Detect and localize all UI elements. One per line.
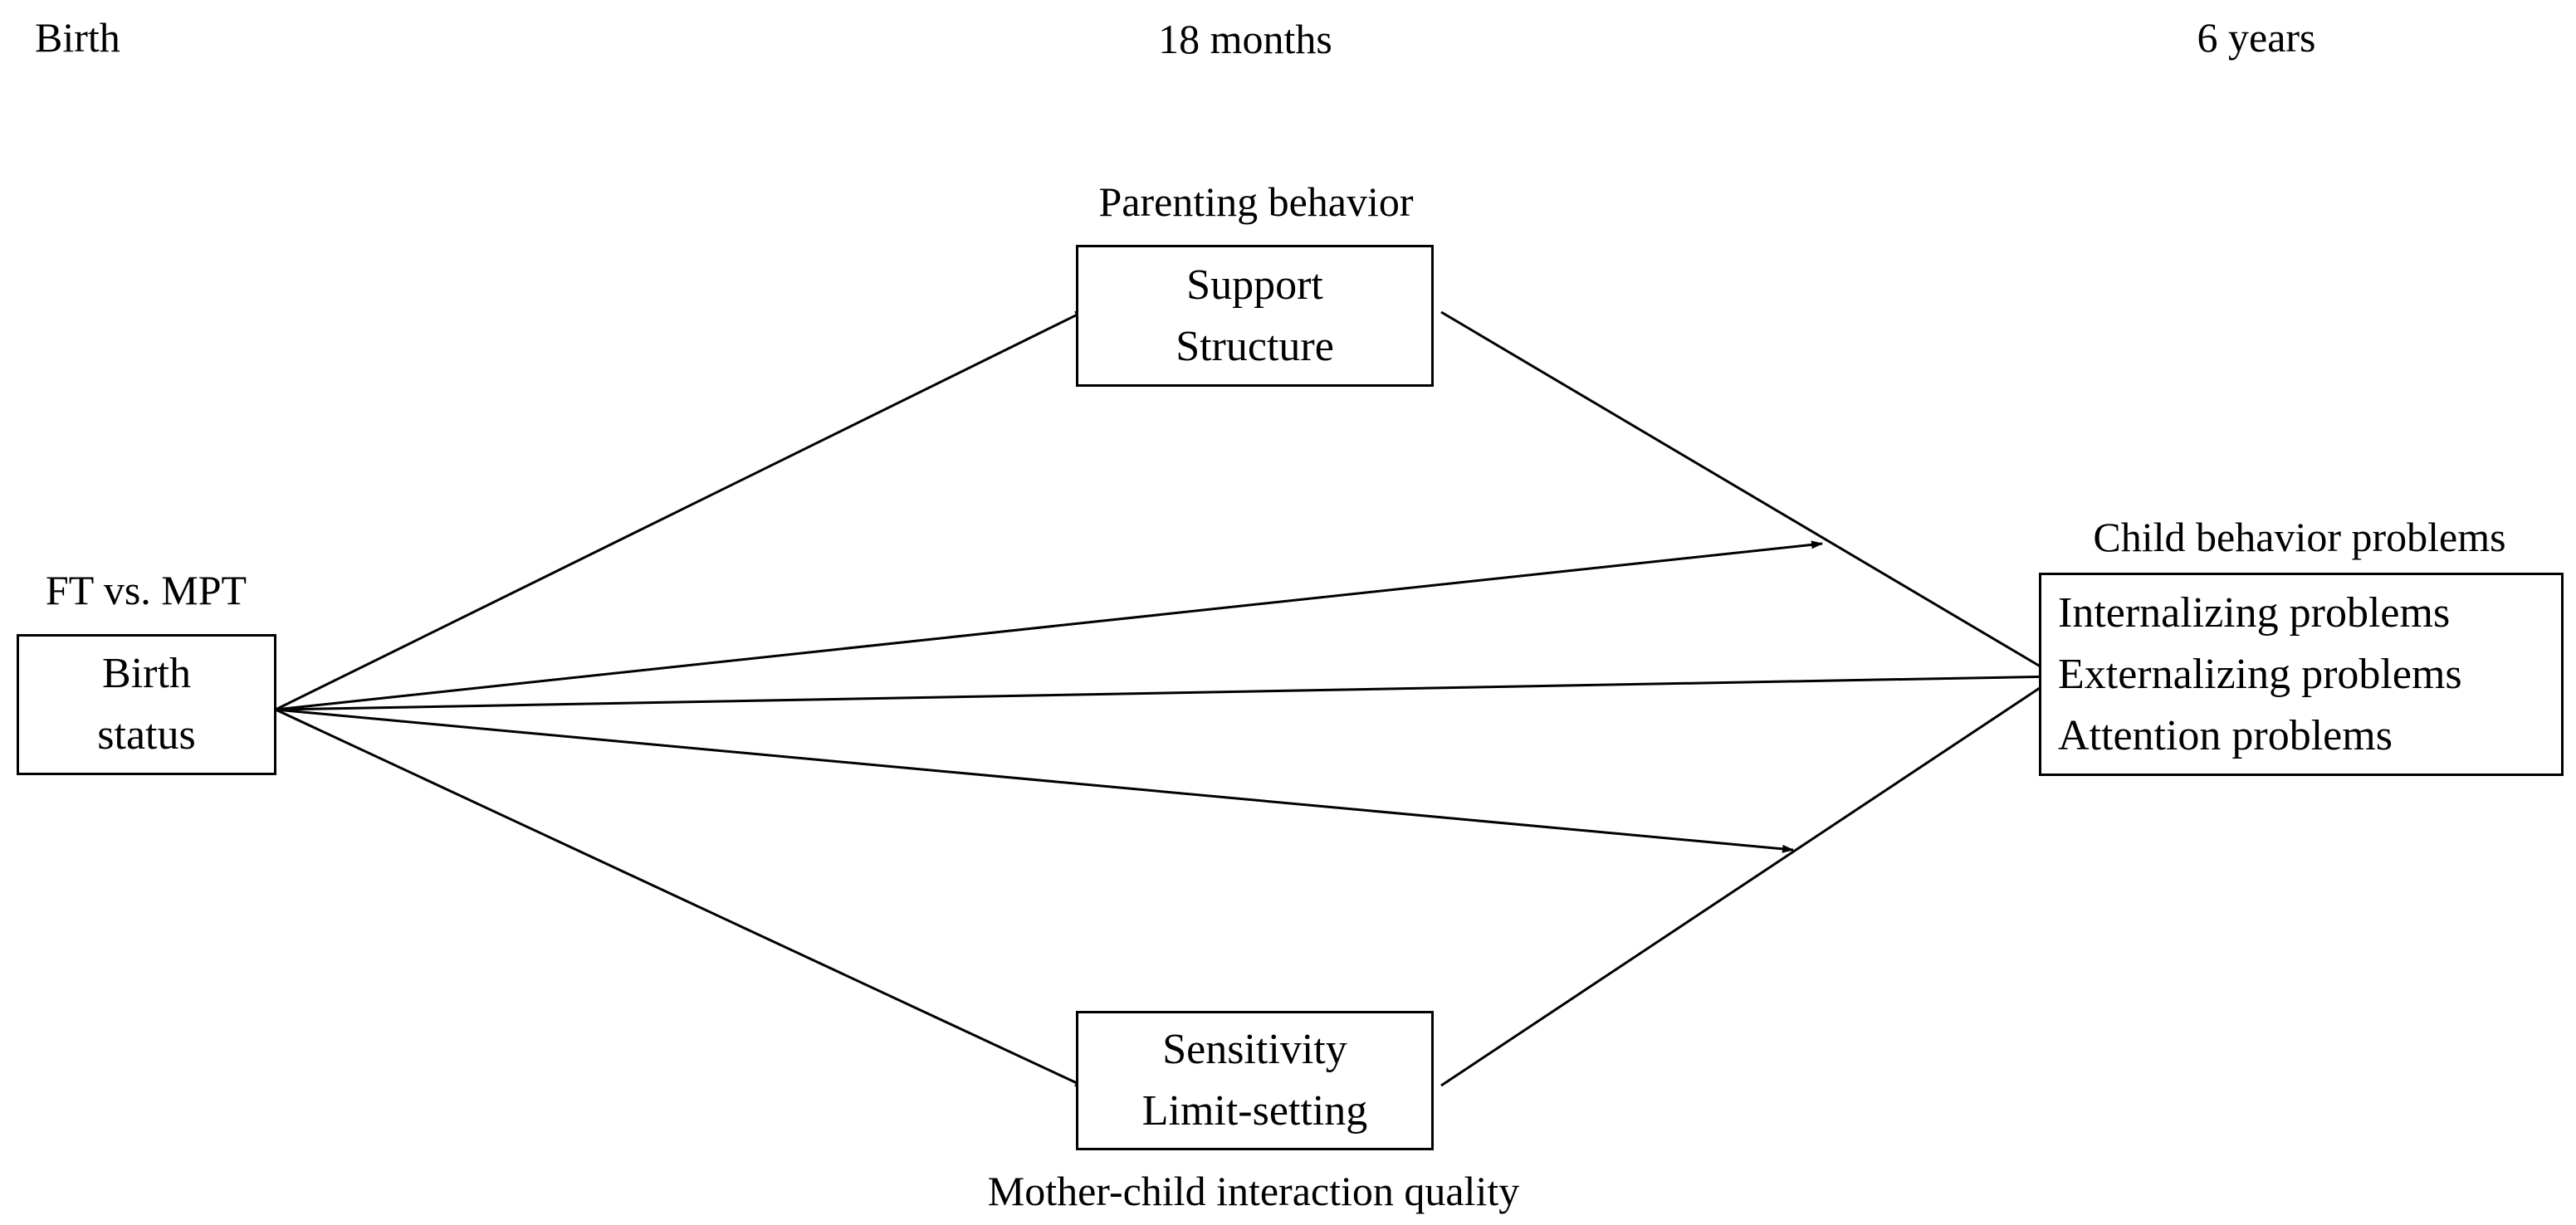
- outcomes-box: Internalizing problems Externalizing pro…: [2039, 573, 2564, 776]
- arrow-birth-to-interaction-path: [275, 708, 1794, 853]
- arrow-birth-to-parenting: [275, 309, 1087, 711]
- timepoint-6-years: 6 years: [2197, 14, 2316, 61]
- arrow-birth-to-outcomes: [275, 672, 2058, 711]
- birth-status-line-2: status: [97, 711, 196, 759]
- birth-status-box: Birth status: [17, 634, 276, 775]
- outcomes-line-3: Attention problems: [2058, 711, 2393, 759]
- interaction-line-1: Sensitivity: [1162, 1026, 1347, 1073]
- parenting-line-2: Structure: [1176, 322, 1334, 370]
- arrow-interaction-to-outcomes: [1440, 675, 2058, 1087]
- arrow-birth-to-parenting-path: [275, 540, 1823, 711]
- interaction-line-2: Limit-setting: [1141, 1087, 1368, 1135]
- parenting-box: Support Structure: [1076, 245, 1434, 387]
- birth-status-line-1: Birth: [102, 650, 191, 697]
- parenting-caption: Parenting behavior: [1098, 178, 1414, 225]
- outcomes-line-2: Externalizing problems: [2058, 650, 2462, 698]
- arrow-birth-to-interaction: [275, 708, 1087, 1089]
- outcomes-line-1: Internalizing problems: [2058, 588, 2451, 637]
- outcomes-caption: Child behavior problems: [2093, 514, 2506, 560]
- arrow-parenting-to-outcomes: [1440, 310, 2058, 678]
- timepoint-18-months: 18 months: [1158, 16, 1332, 62]
- timepoint-birth: Birth: [35, 14, 120, 61]
- parenting-line-1: Support: [1186, 261, 1323, 309]
- birth-status-caption: FT vs. MPT: [45, 567, 247, 613]
- interaction-box: Sensitivity Limit-setting: [1076, 1011, 1434, 1150]
- interaction-caption: Mother-child interaction quality: [987, 1168, 1520, 1214]
